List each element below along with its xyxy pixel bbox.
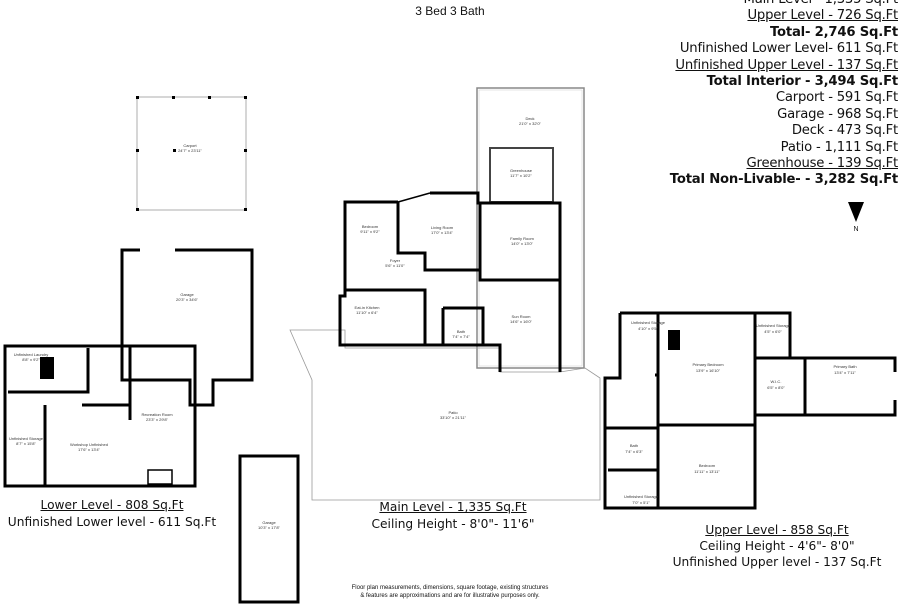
room-dim: 17'0" x 13'4" — [431, 230, 454, 235]
room-name: Unfinished Storage — [756, 323, 791, 328]
room-name: Garage — [262, 520, 276, 525]
room-dim: 11'11" x 13'11" — [694, 469, 720, 474]
greenhouse: Greenhouse 11'7" x 10'2" — [489, 147, 554, 203]
summary-unfinished-upper: Unfinished Upper Level - 137 Sq.Ft — [675, 57, 898, 73]
patio: Patio 33'10" x 21'11" — [289, 329, 601, 501]
carport: Carport 24'7" x 23'11" — [136, 96, 247, 211]
room-name: Sun Room — [512, 314, 532, 319]
main-level-title: Main Level - 1,335 Sq.Ft — [379, 500, 527, 514]
room-name: Bedroom — [362, 224, 379, 229]
north-label: N — [853, 226, 859, 233]
room-name: Unfinished Laundry — [14, 352, 48, 357]
room-dim: 6'5" x 8'0" — [767, 385, 785, 390]
north-indicator: N — [846, 200, 866, 233]
upper-level-labels: Unfinished Storage 4'10" x 9'5" Unfinish… — [624, 320, 857, 505]
room-name: Bedroom — [699, 463, 716, 468]
summary-upper-level: Upper Level - 726 Sq.Ft — [747, 8, 898, 24]
room-name: Greenhouse — [510, 168, 533, 173]
garage-bottom: Garage 10'3" x 17'8" — [238, 454, 300, 604]
room-dim: 9'11" x 9'2" — [360, 229, 380, 234]
room-name: Recreation Room — [141, 412, 173, 417]
room-dim: 7'4" x 6'3" — [625, 449, 643, 454]
room-dim: 13'9" x 16'10" — [696, 368, 721, 373]
room-dim: 8'8" x 9'2" — [22, 357, 40, 362]
disclaimer-line-1: Floor plan measurements, dimensions, squ… — [351, 585, 549, 591]
summary-main-level: Main Level - 1,335 Sq.Ft — [670, 0, 899, 8]
summary-total-interior: Total Interior - 3,494 Sq.Ft — [706, 74, 899, 90]
room-name: Primary Bedroom — [692, 362, 724, 367]
room-dim: 11'7" x 10'2" — [510, 173, 532, 178]
lower-level-sub: Unfinished Lower level - 611 Sq.Ft — [7, 515, 217, 529]
room-dim: 14'0" x 13'0" — [511, 241, 534, 246]
room-dim: 8'7" x 15'8" — [16, 441, 36, 446]
chimney — [668, 330, 680, 350]
lower-level-labels: Unfinished Laundry 8'8" x 9'2" Recreatio… — [9, 352, 173, 452]
room-name: Garage — [180, 292, 194, 297]
room-dim: 10'3" x 17'8" — [258, 525, 281, 530]
fireplace — [147, 469, 173, 485]
room-dim: 7'0" x 5'1" — [632, 500, 650, 505]
main-level-caption: Main Level - 1,335 Sq.Ft Ceiling Height … — [343, 499, 563, 533]
room-name: Primary Bath — [833, 364, 856, 369]
room-name: Unfinished Storage — [624, 494, 659, 499]
room-name: Eat-in Kitchen — [355, 305, 380, 310]
room-dim: 4'10" x 9'5" — [638, 326, 658, 331]
summary-garage: Garage - 968 Sq.Ft — [777, 106, 898, 122]
chimney — [40, 357, 54, 379]
room-dim: 7'4" x 7'4" — [452, 334, 470, 339]
room-dim: 33'10" x 21'11" — [440, 415, 467, 420]
upper-level-title: Upper Level - 858 Sq.Ft — [705, 523, 849, 537]
upper-level-sub2: Unfinished Upper level - 137 Sq.Ft — [672, 555, 882, 569]
room-name: Family Room — [510, 236, 534, 241]
plan-title: 3 Bed 3 Bath — [415, 4, 485, 18]
room-dim: 24'7" x 23'11" — [178, 148, 202, 153]
deck: Deck 21'0" x 32'0" — [476, 87, 585, 369]
room-dim: 4'5" x 6'0" — [764, 329, 782, 334]
summary-total-non-livable: Total Non-Livable- - 3,282 Sq.Ft — [669, 172, 898, 188]
upper-level-plan — [603, 311, 897, 510]
garage-top: Garage 20'3" x 34'6" — [120, 248, 254, 407]
room-name: Workshop Unfinished — [70, 442, 108, 447]
room-dim: 17'6" x 13'4" — [78, 447, 101, 452]
room-dim: 14'6" x 16'0" — [510, 319, 533, 324]
room-dim: 5'6" x 11'0" — [385, 263, 405, 268]
main-level-plan — [338, 191, 562, 372]
upper-level-caption: Upper Level - 858 Sq.Ft Ceiling Height -… — [667, 522, 887, 570]
room-name: Deck — [525, 116, 534, 121]
room-dim: 20'3" x 34'6" — [176, 297, 199, 302]
room-name: Unfinished Storage — [631, 320, 666, 325]
lower-level-caption: Lower Level - 808 Sq.Ft Unfinished Lower… — [2, 497, 222, 531]
room-dim: 23'3" x 29'8" — [146, 417, 169, 422]
north-arrow-icon — [848, 202, 864, 222]
summary-greenhouse: Greenhouse - 139 Sq.Ft — [746, 156, 899, 172]
summary-deck: Deck - 473 Sq.Ft — [791, 123, 898, 139]
room-dim: 13'4" x 7'11" — [834, 370, 856, 375]
summary-carport: Carport - 591 Sq.Ft — [775, 90, 898, 106]
room-name: Foyer — [390, 258, 401, 263]
room-name: Patio — [448, 410, 458, 415]
upper-level-sub: Ceiling Height - 4'6"- 8'0" — [699, 539, 855, 553]
disclaimer: Floor plan measurements, dimensions, squ… — [330, 584, 570, 600]
summary-patio: Patio - 1,111 Sq.Ft — [780, 139, 899, 155]
main-level-sub: Ceiling Height - 8'0"- 11'6" — [371, 517, 535, 531]
lower-level-plan — [3, 344, 197, 488]
room-name: Bath — [630, 443, 638, 448]
room-dim: 11'10" x 6'4" — [356, 310, 378, 315]
room-name: W.I.C. — [771, 379, 782, 384]
room-name: Carport — [183, 143, 197, 148]
room-name: Living Room — [431, 225, 454, 230]
area-summary: Main Level - 1,335 Sq.Ft Upper Level - 7… — [670, 0, 898, 189]
room-dim: 21'0" x 32'0" — [519, 121, 542, 126]
summary-unfinished-lower: Unfinished Lower Level- 611 Sq.Ft — [679, 41, 898, 57]
main-level-labels: Bedroom 9'11" x 9'2" Living Room 17'0" x… — [355, 224, 535, 339]
room-name: Bath — [457, 329, 465, 334]
lower-level-title: Lower Level - 808 Sq.Ft — [40, 498, 184, 512]
summary-total: Total- 2,746 Sq.Ft — [769, 24, 898, 40]
room-name: Unfinished Storage — [9, 436, 44, 441]
disclaimer-line-2: & features are approximations and are fo… — [360, 593, 540, 599]
